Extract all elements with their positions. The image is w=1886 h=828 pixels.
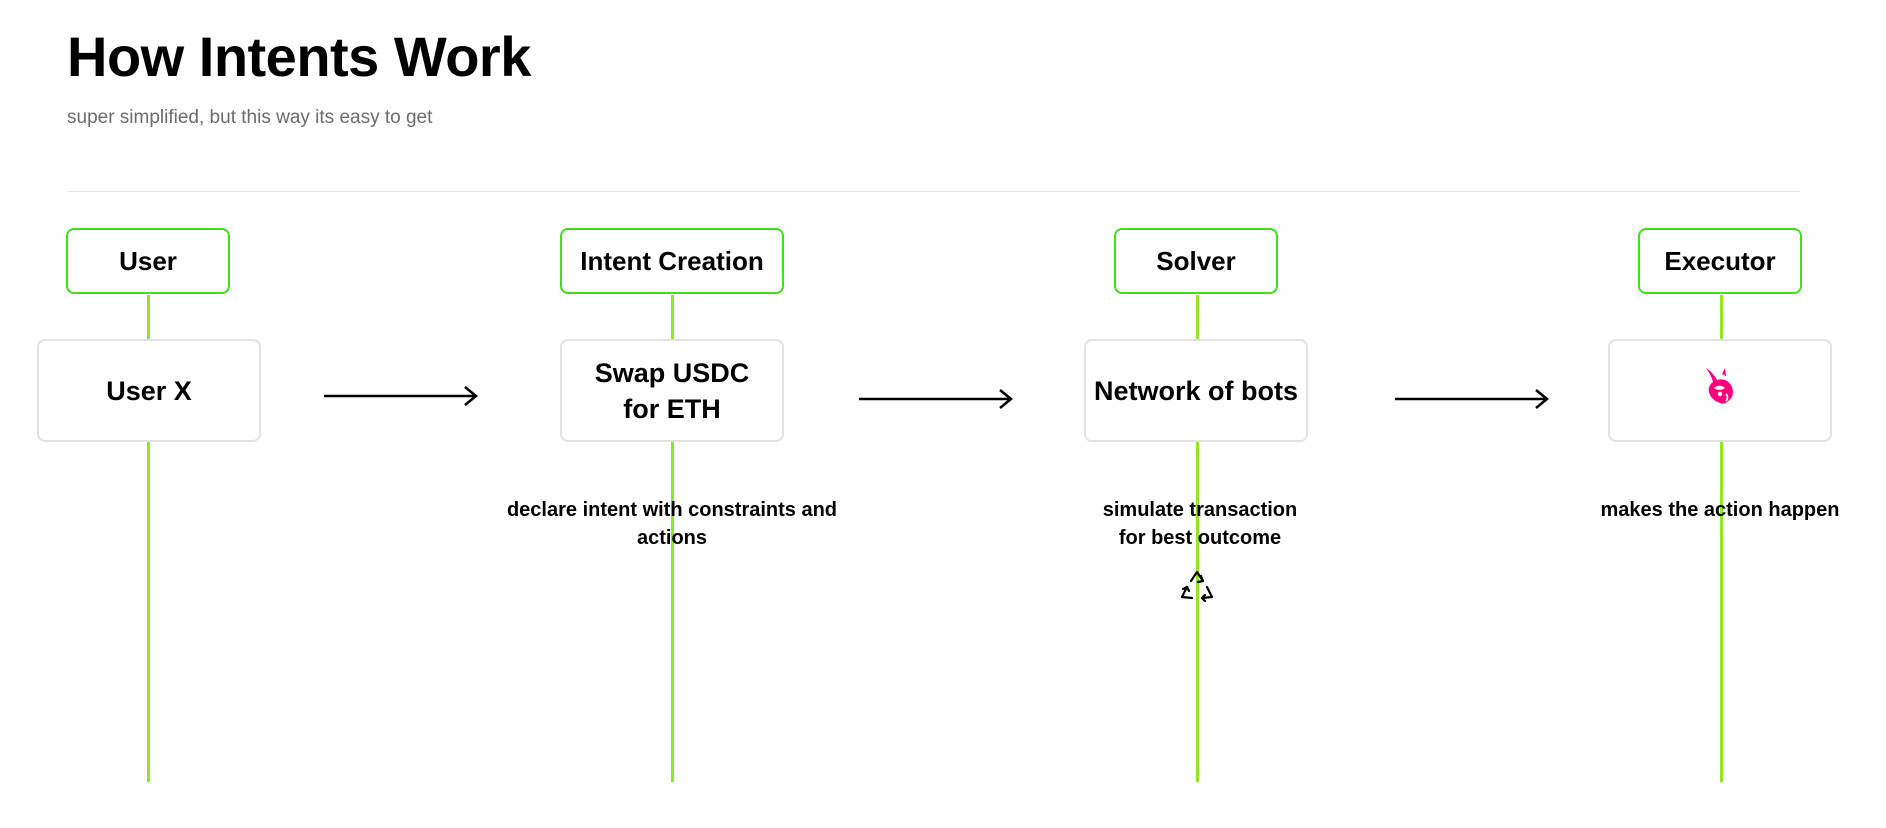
card-label-line1: Swap USDC xyxy=(594,357,750,388)
card-network-of-bots: Network of bots xyxy=(1084,339,1308,442)
lane-line-intent-creation xyxy=(671,295,674,782)
divider xyxy=(67,191,1800,192)
lane-header-executor: Executor xyxy=(1638,228,1802,294)
description-line1: simulate transaction xyxy=(1102,499,1298,521)
lane-header-label: Intent Creation xyxy=(580,245,764,276)
arrow-right-icon xyxy=(1395,389,1549,409)
card-executor-logo xyxy=(1608,339,1832,442)
lane-header-solver: Solver xyxy=(1114,228,1278,294)
unicorn-logo-icon xyxy=(1700,364,1740,417)
lane-description-executor: makes the action happen xyxy=(1600,499,1840,521)
page-subtitle: super simplified, but this way its easy … xyxy=(67,107,433,128)
lane-description-solver: simulate transaction for best outcome xyxy=(1080,496,1320,552)
lane-line-solver xyxy=(1196,295,1199,782)
arrow-right-icon xyxy=(859,389,1013,409)
recycle-icon xyxy=(1180,570,1214,603)
lane-header-label: Solver xyxy=(1156,245,1236,276)
arrow-right-icon xyxy=(324,386,478,406)
lane-header-label: Executor xyxy=(1664,245,1776,276)
lane-header-intent-creation: Intent Creation xyxy=(560,228,784,294)
card-swap-intent: Swap USDC for ETH xyxy=(560,339,784,442)
card-label: Network of bots xyxy=(1093,375,1298,406)
card-label-line2: for ETH xyxy=(623,393,721,424)
lane-line-executor xyxy=(1720,295,1723,782)
card-label: User X xyxy=(106,375,192,406)
card-user-x: User X xyxy=(37,339,261,442)
page-title: How Intents Work xyxy=(67,25,531,88)
lane-header-label: User xyxy=(119,245,177,276)
lane-header-user: User xyxy=(66,228,230,294)
description-line2: for best outcome xyxy=(1118,527,1282,549)
lane-description-intent-creation: declare intent with constraints and acti… xyxy=(506,499,838,549)
lane-line-user xyxy=(147,295,150,782)
